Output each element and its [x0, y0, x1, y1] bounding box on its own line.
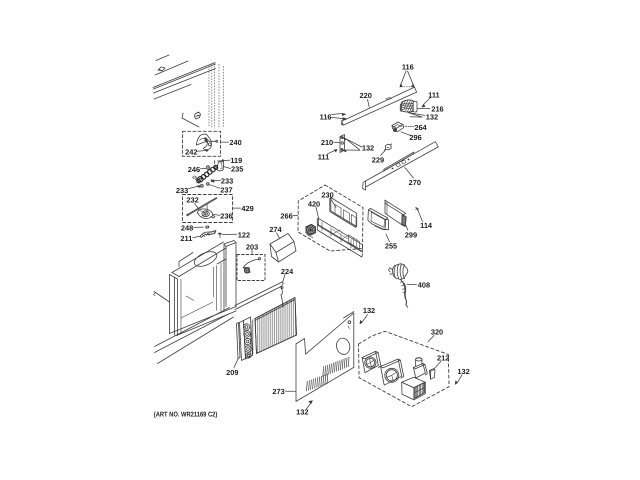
svg-text:232: 232: [186, 196, 198, 205]
svg-text:132: 132: [296, 408, 308, 417]
svg-text:116: 116: [402, 62, 414, 71]
svg-text:212: 212: [437, 354, 449, 363]
svg-text:273: 273: [272, 387, 284, 396]
svg-text:209: 209: [226, 368, 238, 377]
svg-text:114: 114: [420, 221, 433, 230]
svg-text:264: 264: [414, 123, 427, 132]
svg-text:(ART NO. WR21169 C2): (ART NO. WR21169 C2): [154, 411, 218, 419]
svg-text:240: 240: [229, 138, 241, 147]
svg-text:246: 246: [188, 165, 200, 174]
svg-text:299: 299: [405, 231, 417, 240]
svg-text:320: 320: [431, 328, 443, 337]
svg-text:229: 229: [372, 156, 384, 165]
svg-text:255: 255: [385, 242, 397, 251]
svg-text:203: 203: [246, 243, 258, 252]
svg-text:420: 420: [308, 199, 320, 208]
svg-text:270: 270: [409, 178, 421, 187]
svg-text:242: 242: [185, 147, 197, 156]
svg-text:111: 111: [318, 152, 330, 161]
svg-text:122: 122: [238, 230, 250, 239]
svg-text:216: 216: [431, 104, 443, 113]
svg-text:233: 233: [221, 177, 233, 186]
svg-text:237: 237: [220, 185, 232, 194]
svg-text:224: 224: [281, 267, 294, 276]
svg-text:408: 408: [418, 281, 430, 290]
svg-text:230: 230: [321, 191, 333, 200]
svg-text:210: 210: [321, 138, 333, 147]
svg-text:211: 211: [180, 234, 192, 243]
svg-text:132: 132: [363, 306, 375, 315]
svg-text:233: 233: [176, 186, 188, 195]
svg-text:119: 119: [230, 156, 242, 165]
svg-text:274: 274: [269, 225, 282, 234]
svg-text:236: 236: [220, 212, 232, 221]
svg-text:266: 266: [280, 212, 292, 221]
svg-text:132: 132: [457, 367, 469, 376]
svg-text:116: 116: [320, 112, 332, 121]
svg-text:429: 429: [241, 204, 253, 213]
svg-text:132: 132: [426, 112, 438, 121]
svg-text:132: 132: [362, 144, 374, 153]
svg-text:248: 248: [181, 224, 193, 233]
svg-text:111: 111: [428, 90, 440, 99]
svg-text:235: 235: [231, 165, 243, 174]
svg-text:296: 296: [409, 133, 421, 142]
svg-text:220: 220: [360, 91, 372, 100]
